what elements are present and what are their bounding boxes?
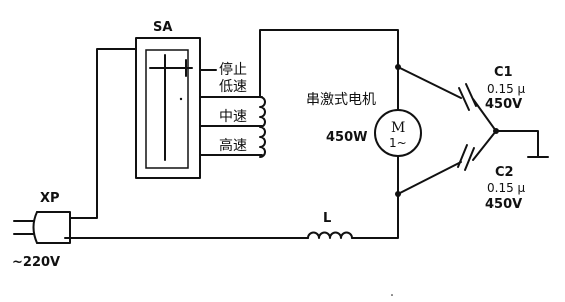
switch-inner-frame — [145, 49, 189, 169]
switch-ref-label: SA — [153, 20, 172, 35]
c2-ref-label: C2 — [495, 165, 514, 180]
position-label-high: 高速 — [219, 137, 247, 154]
plug-ref-label: XP — [40, 191, 60, 206]
c2-lead-a — [472, 130, 497, 161]
motor-power-label: 450W — [326, 130, 367, 145]
switch-contact-lines — [199, 69, 263, 156]
switch-mark — [179, 97, 183, 101]
motor-symbol-label: M — [391, 120, 405, 136]
c1-lead-b — [472, 98, 497, 132]
switch-body — [135, 37, 201, 179]
motor-phase-label: 1~ — [389, 136, 407, 150]
c2-lead-b — [397, 161, 462, 195]
c1-value-label: 0.15 μ — [487, 82, 526, 96]
position-label-stop: 停止 — [219, 61, 247, 78]
stray-mark — [391, 294, 393, 296]
ground-symbol — [495, 130, 549, 158]
inductor-ref-label: L — [323, 211, 331, 226]
tapped-coil — [259, 96, 266, 158]
c1-lead-a — [397, 66, 462, 99]
c2-plate-a — [464, 147, 475, 171]
wire-bottom-right — [351, 193, 399, 239]
c1-plate-a — [458, 87, 470, 111]
motor: M 1~ 串激式电机 450W — [306, 66, 422, 195]
capacitor-c2: C2 0.15 μ 450V — [397, 130, 526, 212]
wire-left — [69, 48, 137, 219]
position-label-mid: 中速 — [219, 109, 247, 125]
c2-value-label: 0.15 μ — [487, 181, 526, 195]
c1-voltage-label: 450V — [485, 97, 522, 112]
c1-ref-label: C1 — [494, 65, 513, 80]
plug-body — [36, 211, 71, 244]
capacitor-c1: C1 0.15 μ 450V — [397, 65, 526, 132]
motor-type-label: 串激式电机 — [306, 91, 376, 108]
c2-voltage-label: 450V — [485, 197, 522, 212]
plug-back — [32, 211, 38, 244]
inductor-l — [307, 231, 353, 239]
switch-sa: SA — [135, 20, 201, 179]
plug-voltage-label: ~220V — [12, 255, 60, 270]
wire-top — [259, 29, 399, 98]
position-label-low: 低速 — [219, 79, 247, 95]
ground-wire — [495, 130, 539, 157]
plug-xp: XP ~220V — [12, 191, 71, 270]
